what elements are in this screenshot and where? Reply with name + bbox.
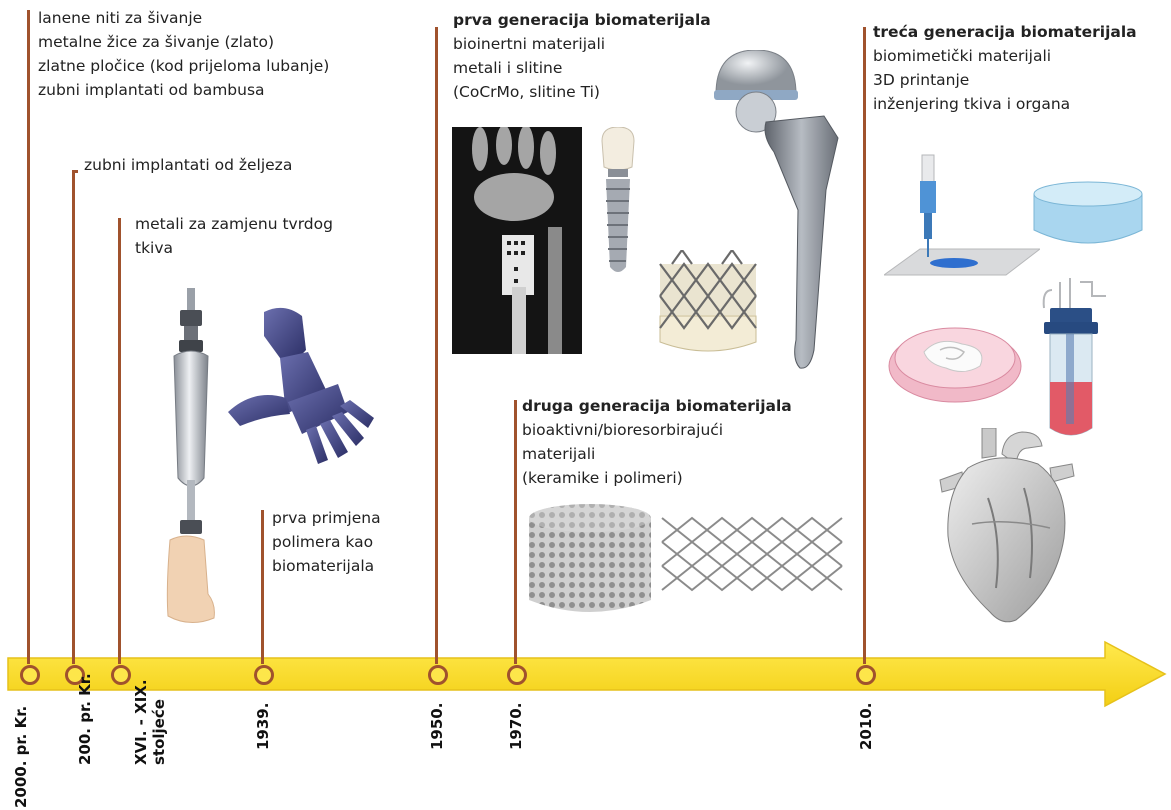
event-line: bioinertni materijali [453, 32, 711, 56]
timeline-stem [261, 510, 264, 664]
event-heading: prva generacija biomaterijala [453, 8, 711, 32]
hydrogel-dish-icon [1030, 180, 1146, 250]
event-line: (keramike i polimeri) [522, 466, 792, 490]
event-ancient-materials: lanene niti za šivanje metalne žice za š… [38, 6, 329, 102]
timeline-stem [118, 218, 121, 664]
timeline-stem [863, 27, 866, 664]
timeline-arrow [0, 638, 1171, 710]
wrist-xray-icon [452, 127, 582, 354]
event-line: biomimetički materijali [873, 44, 1137, 68]
timeline-stem-hook [72, 170, 78, 173]
event-line: 3D printanje [873, 68, 1137, 92]
event-heading: druga generacija biomaterijala [522, 394, 792, 418]
event-metal-hard-tissue: metali za zamjenu tvrdog tkiva [135, 212, 333, 260]
event-line: bioaktivni/bioresorbirajući [522, 418, 792, 442]
date-label: XVI. - XIX. [132, 679, 150, 765]
robotic-hand-icon [224, 302, 380, 472]
bioprinter-icon [884, 153, 1040, 279]
date-label: 2010. [857, 703, 875, 750]
mesh-stent-icon [658, 508, 848, 600]
date-label: 2000. pr. Kr. [12, 706, 30, 808]
timeline-node [428, 665, 448, 685]
porous-scaffold-icon [527, 500, 653, 618]
event-line: biomaterijala [272, 554, 381, 578]
timeline-node [856, 665, 876, 685]
event-line: metali i slitine [453, 56, 711, 80]
event-second-generation: druga generacija biomaterijala bioaktivn… [522, 394, 792, 490]
leg-prosthesis-icon [160, 288, 222, 628]
event-third-generation: treća generacija biomaterijala biomimeti… [873, 20, 1137, 116]
date-label: 1939. [254, 703, 272, 750]
timeline-node [254, 665, 274, 685]
timeline-stem [72, 170, 75, 664]
event-heading: treća generacija biomaterijala [873, 20, 1137, 44]
event-line: polimera kao [272, 530, 381, 554]
event-line: metalne žice za šivanje (zlato) [38, 30, 329, 54]
timeline-stem [435, 27, 438, 664]
timeline-stem [514, 400, 517, 664]
dental-implant-icon [596, 127, 640, 277]
date-label: 1950. [428, 703, 446, 750]
event-line: materijali [522, 442, 792, 466]
event-first-polymers: prva primjena polimera kao biomaterijala [272, 506, 381, 578]
bioreactor-icon [1036, 278, 1116, 442]
anatomical-heart-icon [932, 428, 1082, 628]
event-line: lanene niti za šivanje [38, 6, 329, 30]
event-line: (CoCrMo, slitine Ti) [453, 80, 711, 104]
timeline-stem [27, 10, 30, 664]
event-iron-implants: zubni implantati od željeza [84, 153, 292, 177]
event-line: tkiva [135, 236, 333, 260]
event-line: inženjering tkiva i organa [873, 92, 1137, 116]
event-line: zubni implantati od željeza [84, 153, 292, 177]
event-line: prva primjena [272, 506, 381, 530]
date-label: 1970. [507, 703, 525, 750]
timeline-node [507, 665, 527, 685]
event-line: metali za zamjenu tvrdog [135, 212, 333, 236]
event-line: zlatne pločice (kod prijeloma lubanje) [38, 54, 329, 78]
event-line: zubni implantati od bambusa [38, 78, 329, 102]
hip-implant-icon [714, 50, 844, 374]
timeline-node [111, 665, 131, 685]
date-label: stoljeće [150, 699, 168, 765]
date-label: 200. pr. Kr. [76, 673, 94, 765]
petri-dish-tissue-icon [886, 314, 1024, 406]
timeline-node [20, 665, 40, 685]
event-first-generation: prva generacija biomaterijala bioinertni… [453, 8, 711, 104]
